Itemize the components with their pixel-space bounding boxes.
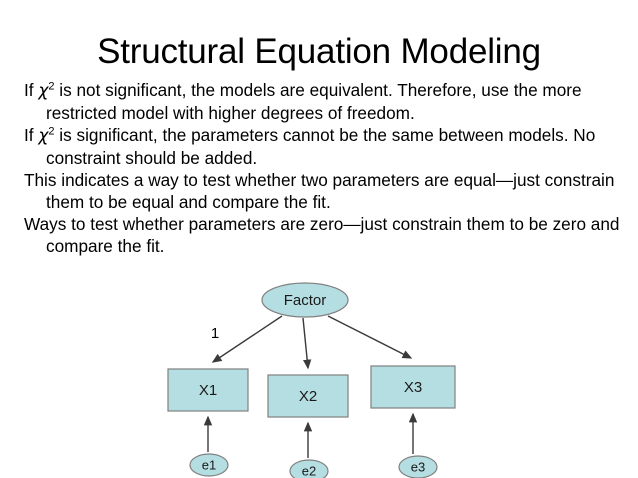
path-label-loading-one: 1 xyxy=(211,325,219,342)
indicator-label-x1: X1 xyxy=(199,382,217,399)
error-label-e1: e1 xyxy=(202,457,216,472)
paragraph-test-equal: This indicates a way to test whether two… xyxy=(24,170,624,213)
paragraph-prefix: If xyxy=(24,125,39,145)
factor-node-label: Factor xyxy=(284,292,327,309)
indicator-box-x3[interactable] xyxy=(370,365,456,409)
error-node-e2[interactable] xyxy=(289,459,329,478)
page-title: Structural Equation Modeling xyxy=(97,32,541,71)
indicator-box-x2[interactable] xyxy=(267,374,349,418)
error-label-e3: e3 xyxy=(411,459,425,474)
error-node-e3[interactable] xyxy=(398,455,438,478)
paragraph-body: Ways to test whether parameters are zero… xyxy=(24,214,620,256)
factor-node[interactable] xyxy=(261,282,349,318)
paragraph-body: This indicates a way to test whether two… xyxy=(24,170,615,212)
error-label-e2: e2 xyxy=(302,463,316,478)
chi-symbol: χ xyxy=(38,81,49,101)
indicator-label-x2: X2 xyxy=(299,388,317,405)
path-diagram: Factor 1 X1 X2 X3 e1 e2 e3 xyxy=(0,262,638,478)
indicator-label-x3: X3 xyxy=(404,379,422,396)
chi-superscript: 2 xyxy=(48,125,55,138)
edge-factor-to-x1 xyxy=(211,315,283,363)
paragraph-chi-not-significant: If χ2 is not significant, the models are… xyxy=(24,80,624,124)
edge-factor-to-x3 xyxy=(327,315,413,359)
paragraph-body: is significant, the parameters cannot be… xyxy=(46,125,596,168)
indicator-box-x1[interactable] xyxy=(167,368,249,412)
paragraph-chi-significant: If χ2 is significant, the parameters can… xyxy=(24,125,624,169)
paragraph-prefix: If xyxy=(24,80,39,100)
chi-superscript: 2 xyxy=(48,80,55,93)
edge-factor-to-x2 xyxy=(302,317,312,370)
paragraph-test-zero: Ways to test whether parameters are zero… xyxy=(24,214,624,257)
error-node-e1[interactable] xyxy=(189,453,229,477)
chi-symbol: χ xyxy=(38,126,49,146)
body-text-block: If χ2 is not significant, the models are… xyxy=(24,80,624,258)
paragraph-body: is not significant, the models are equiv… xyxy=(46,80,582,123)
